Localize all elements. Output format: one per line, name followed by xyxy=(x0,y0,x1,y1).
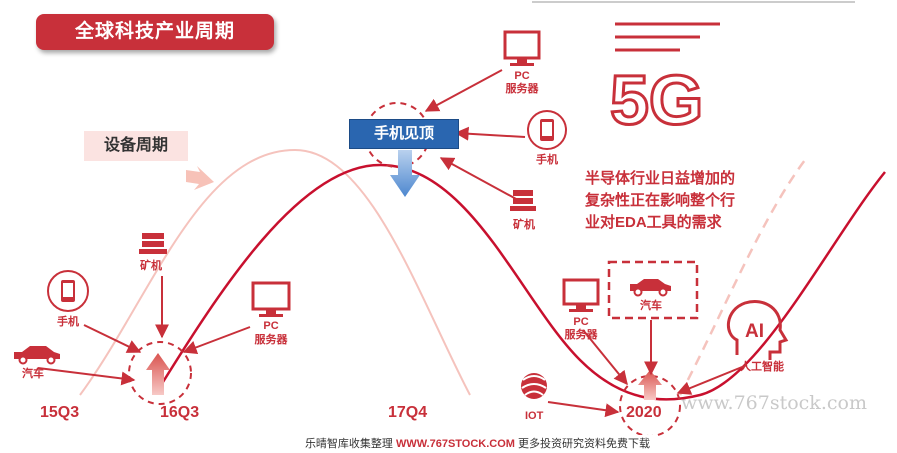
server-label-right: 服务器 xyxy=(564,329,598,341)
footer-suffix: 更多投资研究资料免费下载 xyxy=(514,438,651,450)
eda-demand-statement: 半导体行业日益增加的复杂性正在影响整个行业对EDA工具的需求 xyxy=(585,170,736,231)
cycle-direction-arrow xyxy=(186,166,214,190)
decline-arrow-peak xyxy=(390,150,420,197)
quarter-16q3: 16Q3 xyxy=(160,404,200,421)
rise-arrow-2020 xyxy=(638,370,662,400)
pc-label-right: PC xyxy=(573,316,589,328)
car-dashed-box xyxy=(607,260,699,320)
background-cycle-curve xyxy=(79,148,471,396)
footer: 乐晴智库收集整理 WWW.767STOCK.COM 更多投资研究资料免费下载 xyxy=(300,435,655,453)
watermark: www.767stock.com xyxy=(681,392,867,414)
driver-arrows xyxy=(37,69,748,418)
quarter-17q4: 17Q4 xyxy=(388,404,428,421)
miner-label: 矿机 xyxy=(140,260,162,272)
phone-icon xyxy=(47,270,89,312)
ai-mark: AI xyxy=(745,321,764,342)
pc-monitor-icon-peak xyxy=(503,30,541,66)
main-cycle-curve xyxy=(156,163,886,401)
pc-monitor-icon xyxy=(251,281,291,317)
pc-label-peak: PC xyxy=(514,70,530,82)
page-title: 全球科技产业周期 xyxy=(36,14,274,50)
car-label: 汽车 xyxy=(22,368,44,380)
car-icon xyxy=(14,346,60,365)
phone-peak-label: 手机见顶 xyxy=(349,119,459,149)
server-label-peak: 服务器 xyxy=(505,83,539,95)
iot-label: IOT xyxy=(525,410,544,422)
rise-arrow-16q3 xyxy=(146,353,170,395)
equipment-cycle-label: 设备周期 xyxy=(84,131,188,161)
footer-url[interactable]: WWW.767STOCK.COM xyxy=(396,438,515,450)
iot-icon xyxy=(521,373,547,399)
miner-icon-peak xyxy=(510,190,536,211)
trough-ring-16q3 xyxy=(128,341,192,405)
fiveg-lines xyxy=(615,22,720,52)
future-cycle-curve xyxy=(678,159,807,396)
phone-icon-peak xyxy=(527,110,567,150)
server-label: 服务器 xyxy=(254,334,288,346)
pc-monitor-icon-right xyxy=(562,278,600,312)
miner-label-peak: 矿机 xyxy=(513,219,535,231)
footer-prefix: 乐晴智库收集整理 xyxy=(304,438,396,450)
fiveg-text: 5G xyxy=(610,61,703,139)
miner-icon xyxy=(139,233,167,254)
car-label-right: 汽车 xyxy=(640,300,662,312)
phone-label-peak: 手机 xyxy=(536,154,558,166)
ai-head-icon xyxy=(727,300,789,360)
pc-label: PC xyxy=(263,320,279,332)
phone-label: 手机 xyxy=(57,316,79,328)
quarter-15q3: 15Q3 xyxy=(40,404,80,421)
car-icon-right xyxy=(630,279,671,297)
quarter-2020: 2020 xyxy=(626,404,662,421)
ai-label: 人工智能 xyxy=(740,361,784,373)
